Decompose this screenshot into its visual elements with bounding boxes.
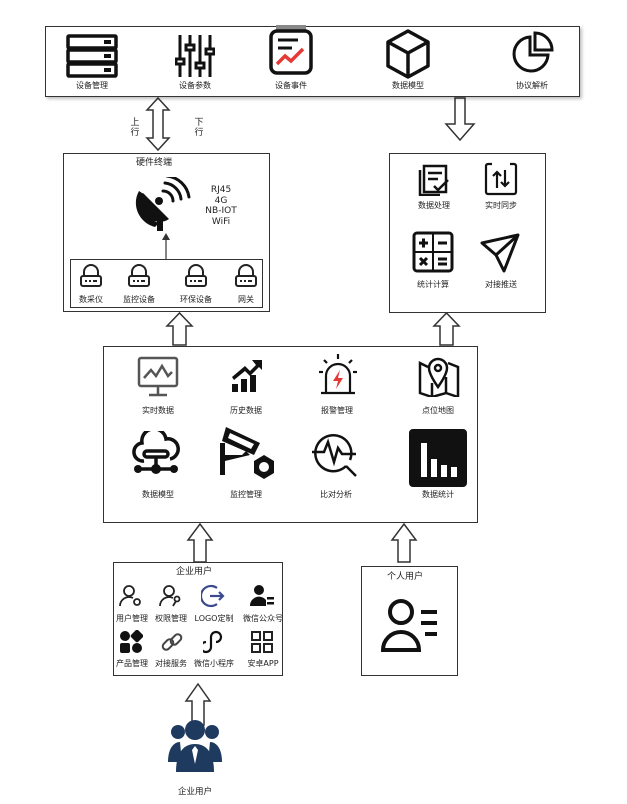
- cloud-network-icon: [132, 431, 180, 474]
- service-label: 统计计算: [417, 280, 449, 289]
- enterprise-item-label: 微信小程序: [194, 659, 234, 668]
- user-gear-icon: [119, 585, 141, 607]
- enterprise-item-label: 产品管理: [116, 659, 148, 668]
- platform-label: 数据模型: [142, 490, 174, 499]
- user-card-icon: [250, 585, 274, 606]
- product-grid-icon: [120, 630, 143, 653]
- send-plane-icon: [480, 233, 520, 273]
- cctv-camera-icon: [220, 427, 274, 479]
- top-item-label: 设备管理: [76, 81, 108, 90]
- user-list-icon: [381, 599, 437, 652]
- service-label: 实时同步: [485, 201, 517, 210]
- device-lock-icon: [128, 264, 150, 287]
- bottom-user-label: 企业用户: [177, 787, 212, 797]
- platform-label: 比对分析: [320, 490, 352, 499]
- platform-label: 数据统计: [422, 490, 454, 499]
- device-label: 网关: [238, 295, 254, 304]
- enterprise-user-panel: [113, 562, 283, 676]
- top-item-label: 协议解析: [516, 81, 548, 90]
- service-label: 数据处理: [418, 201, 450, 210]
- personal-title: 个人用户: [387, 572, 424, 582]
- monitor-realtime-icon: [137, 356, 179, 397]
- device-lock-icon: [80, 264, 102, 287]
- down-arrow-data-service: [444, 97, 476, 142]
- map-pin-icon: [418, 357, 460, 397]
- enterprise-item-label: 微信公众号: [243, 614, 283, 623]
- platform-label: 点位地图: [422, 406, 454, 415]
- device-lock-icon: [185, 264, 207, 287]
- mini-program-icon: [203, 630, 223, 654]
- growth-chart-icon: [232, 360, 262, 392]
- device-label: 环保设备: [180, 295, 212, 304]
- logo-custom-icon: [201, 584, 225, 608]
- top-item-label: 数据模型: [392, 81, 424, 90]
- uplink-label: 上 行: [130, 118, 140, 138]
- up-arrow-hardware: [165, 311, 194, 346]
- enterprise-title: 企业用户: [176, 567, 213, 577]
- calculator-icon: [412, 231, 454, 273]
- up-arrow-personal: [390, 522, 418, 563]
- service-label: 对接推送: [485, 280, 517, 289]
- up-arrow-data-service: [432, 311, 461, 346]
- platform-label: 报警管理: [321, 406, 353, 415]
- bidirectional-arrow: [145, 96, 171, 152]
- platform-label: 监控管理: [230, 490, 262, 499]
- event-chart-icon: [269, 25, 313, 75]
- sliders-icon: [175, 35, 215, 77]
- downlink-label: 下 行: [194, 118, 204, 138]
- uplink-small-arrow: [162, 233, 170, 261]
- platform-label: 历史数据: [230, 406, 262, 415]
- user-key-icon: [159, 585, 181, 607]
- network-types: RJ45 4G NB-IOT WiFi: [205, 185, 237, 227]
- app-grid-icon: [251, 631, 273, 653]
- up-arrow-bottom-user: [184, 682, 212, 726]
- satellite-dish-icon: [135, 177, 191, 231]
- enterprise-item-label: 对接服务: [155, 659, 187, 668]
- enterprise-item-label: 用户管理: [116, 614, 148, 623]
- enterprise-item-label: LOGO定制: [194, 614, 234, 623]
- device-lock-icon: [235, 264, 257, 287]
- pie-chart-icon: [512, 31, 554, 73]
- cube-icon: [386, 29, 430, 79]
- hardware-title: 硬件终端: [136, 158, 173, 168]
- enterprise-item-label: 安卓APP: [247, 659, 279, 668]
- device-label: 数采仪: [79, 295, 103, 304]
- device-label: 监控设备: [123, 295, 155, 304]
- user-group-icon: [168, 720, 222, 772]
- alarm-siren-icon: [319, 354, 357, 395]
- enterprise-item-label: 权限管理: [155, 614, 187, 623]
- up-arrow-enterprise: [186, 522, 214, 563]
- link-chain-icon: [161, 633, 183, 651]
- top-item-label: 设备参数: [179, 81, 211, 90]
- statistics-bars-icon: [409, 429, 467, 487]
- device-group: [70, 259, 263, 308]
- document-check-icon: [418, 164, 449, 196]
- platform-label: 实时数据: [142, 406, 174, 415]
- server-icon: [66, 34, 118, 78]
- sync-arrows-icon: [484, 162, 518, 196]
- top-item-label: 设备事件: [275, 81, 307, 90]
- compare-analysis-icon: [312, 433, 357, 477]
